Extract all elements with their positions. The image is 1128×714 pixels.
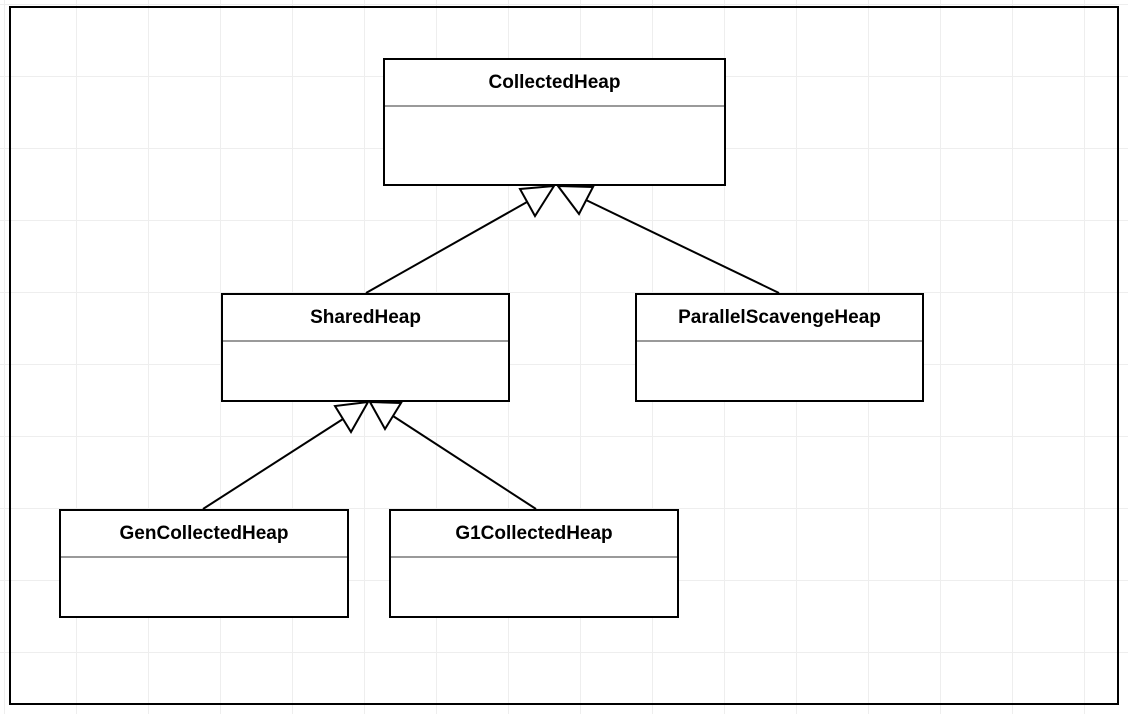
diagram-frame [9,6,1119,705]
edge-gencollectedheap-to-sharedheap [202,400,370,510]
class-members-area [223,342,508,400]
edge-line [365,201,528,294]
class-divider [61,556,347,558]
generalization-arrowhead [518,184,556,218]
edge-line [202,418,344,510]
class-name: GenCollectedHeap [119,523,289,544]
class-name: ParallelScavengeHeap [678,307,881,328]
class-name: G1CollectedHeap [455,523,613,544]
edge-line [392,415,537,510]
class-parallelscavengeheap[interactable]: ParallelScavengeHeap [635,293,924,402]
class-g1collectedheap[interactable]: G1CollectedHeap [389,509,679,618]
class-members-area [637,342,922,400]
class-divider [385,105,724,107]
class-divider [223,340,508,342]
edge-sharedheap-to-collectedheap [365,184,556,294]
class-name: SharedHeap [310,307,421,328]
class-name: CollectedHeap [488,72,621,93]
edge-parallelscavengeheap-to-collectedheap [555,184,780,294]
edge-line [585,199,780,294]
class-sharedheap[interactable]: SharedHeap [221,293,510,402]
generalization-arrowhead [555,184,595,216]
class-members-area [391,558,677,616]
generalization-arrowhead [368,400,403,431]
class-members-area [385,107,724,184]
class-gencollectedheap[interactable]: GenCollectedHeap [59,509,349,618]
class-divider [391,556,677,558]
class-members-area [61,558,347,616]
generalization-arrowhead [333,400,370,434]
class-divider [637,340,922,342]
edge-g1collectedheap-to-sharedheap [368,400,537,510]
class-collectedheap[interactable]: CollectedHeap [383,58,726,186]
